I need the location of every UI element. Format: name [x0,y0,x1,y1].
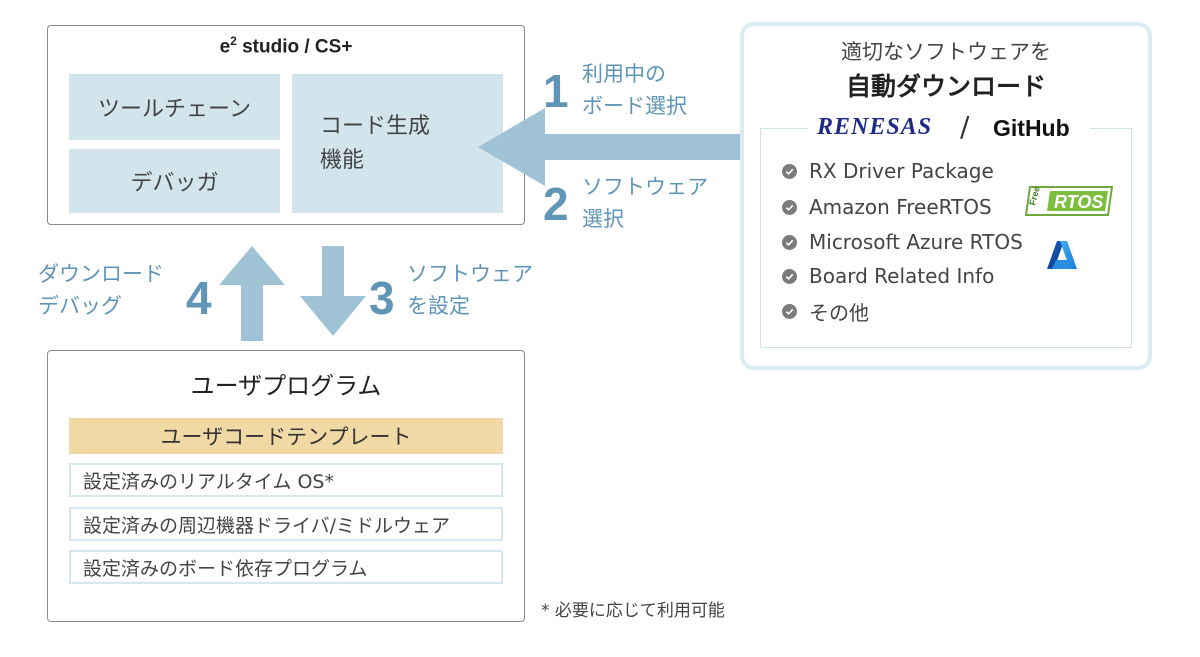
step-4-label: ダウンロードデバッグ [38,262,164,318]
check-icon [782,268,797,284]
package-item: Board Related Info [782,262,994,290]
toolchain-cell: ツールチェーン [69,74,280,140]
check-icon [782,163,797,179]
step-4-number: 4 [186,272,212,324]
brand-separator: / [960,110,970,143]
step-2-number: 2 [543,178,569,230]
ide-title: e2 studio / CS+ [219,34,353,58]
check-icon [782,303,797,319]
template-row: 設定済みの周辺機器ドライバ/ミドルウェア [69,507,503,541]
step-3-label: ソフトウェアを設定 [407,262,533,318]
repo-title-line2: 自動ダウンロード [845,72,1046,101]
download-arrow-left [478,108,742,186]
package-list-frame [760,128,1132,348]
check-icon [782,199,797,215]
package-item: Microsoft Azure RTOS [782,228,1023,256]
up-arrow-4 [219,246,285,341]
package-item: その他 [782,297,869,325]
footnote: * 必要に応じて利用可能 [541,601,725,621]
step-3-number: 3 [369,272,395,324]
user-program-title: ユーザプログラム [190,372,382,400]
freertos-logo-icon: Free RTOS [1024,185,1114,216]
svg-text:Free: Free [1027,185,1042,206]
repo-title-line1: 適切なソフトウェアを [841,40,1051,64]
codegen-line1: コード生成 [320,113,431,139]
check-icon [782,234,797,250]
frame-line-left [760,128,808,129]
down-arrow-3 [300,246,366,336]
codegen-cell: コード生成機能 [292,74,503,213]
template-row: 設定済みのリアルタイム OS* [69,463,503,497]
renesas-logo: RENESAS [817,114,933,140]
github-logo: GitHub [993,115,1070,141]
step-1-number: 1 [543,65,569,117]
step-2-label: ソフトウェア選択 [582,175,708,231]
codegen-line2: 機能 [320,147,365,173]
step-1-label: 利用中のボード選択 [582,62,687,118]
package-item: RX Driver Package [782,157,994,185]
frame-line-right [1090,128,1132,129]
template-row: 設定済みのボード依存プログラム [69,550,503,584]
user-program-box [47,350,525,622]
package-item: Amazon FreeRTOS [782,193,992,221]
azure-logo-icon [1047,241,1077,269]
svg-text:RTOS: RTOS [1054,192,1103,212]
user-code-template-bar: ユーザコードテンプレート [69,418,503,454]
debugger-cell: デバッガ [69,149,280,213]
